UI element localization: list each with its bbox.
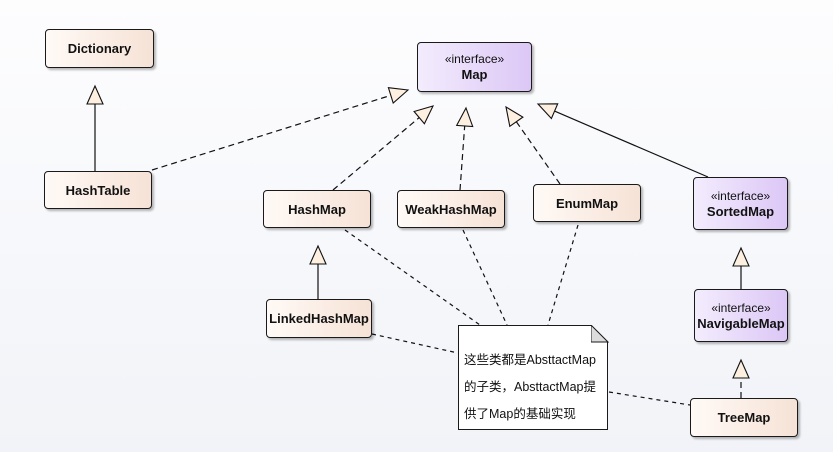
interface-map[interactable]: «interface» Map xyxy=(417,42,532,92)
class-hashtable[interactable]: HashTable xyxy=(44,171,152,209)
edge-weakhashmap-map[interactable] xyxy=(459,125,466,191)
note-link-linkedhashmap[interactable] xyxy=(371,333,459,354)
hollow-triangle-arrowhead-icon xyxy=(505,105,524,128)
stereotype-label: «interface» xyxy=(711,300,771,315)
interface-name: Map xyxy=(461,67,488,82)
class-treemap[interactable]: TreeMap xyxy=(690,398,798,437)
interface-navigablemap[interactable]: «interface» NavigableMap xyxy=(694,289,788,342)
class-enummap[interactable]: EnumMap xyxy=(533,184,641,222)
hollow-triangle-arrowhead-icon xyxy=(387,87,410,104)
hollow-triangle-arrowhead-icon xyxy=(309,244,327,265)
interface-name: SortedMap xyxy=(706,203,775,219)
note-link-hashmap[interactable] xyxy=(344,229,481,326)
class-name: HashTable xyxy=(65,182,131,198)
hollow-triangle-arrowhead-icon xyxy=(732,358,750,379)
edge-enummap-map[interactable] xyxy=(515,121,561,185)
note-link-weakhashmap[interactable] xyxy=(462,229,508,326)
note-line: 供了Map的基础实现 xyxy=(464,407,576,421)
interface-sortedmap[interactable]: «interface» SortedMap xyxy=(693,177,788,230)
note-link-enummap[interactable] xyxy=(547,224,579,326)
class-linkedhashmap[interactable]: LinkedHashMap xyxy=(266,299,372,338)
hollow-triangle-arrowhead-icon xyxy=(86,84,104,105)
edge-sortedmap-map[interactable] xyxy=(554,110,709,178)
hollow-triangle-arrowhead-icon xyxy=(413,105,435,125)
class-name: Dictionary xyxy=(67,41,132,56)
note-line: 的子类，AbsttactMap提 xyxy=(464,380,596,394)
class-dictionary[interactable]: Dictionary xyxy=(45,29,154,68)
edge-hashtable-map[interactable] xyxy=(151,94,391,171)
hollow-triangle-arrowhead-icon xyxy=(455,106,474,128)
class-hashmap[interactable]: HashMap xyxy=(263,190,371,228)
hollow-triangle-arrowhead-icon xyxy=(732,246,750,267)
class-name: LinkedHashMap xyxy=(269,311,369,326)
note-link-treemap[interactable] xyxy=(608,391,691,406)
hollow-triangle-arrowhead-icon xyxy=(536,103,559,120)
edge-hashmap-map[interactable] xyxy=(332,117,420,191)
class-name: WeakHashMap xyxy=(405,201,497,217)
stereotype-label: «interface» xyxy=(710,188,771,203)
note-corner-fold xyxy=(591,325,609,343)
class-name: EnumMap xyxy=(555,195,619,211)
class-name: TreeMap xyxy=(717,410,771,425)
note-box[interactable]: 这些类都是AbsttactMap 的子类，AbsttactMap提 供了Map的… xyxy=(458,325,608,430)
class-name: HashMap xyxy=(288,201,346,217)
note-line: 这些类都是AbsttactMap xyxy=(464,353,596,367)
stereotype-label: «interface» xyxy=(444,52,505,66)
class-weakhashmap[interactable]: WeakHashMap xyxy=(397,190,505,228)
interface-name: NavigableMap xyxy=(697,315,785,331)
